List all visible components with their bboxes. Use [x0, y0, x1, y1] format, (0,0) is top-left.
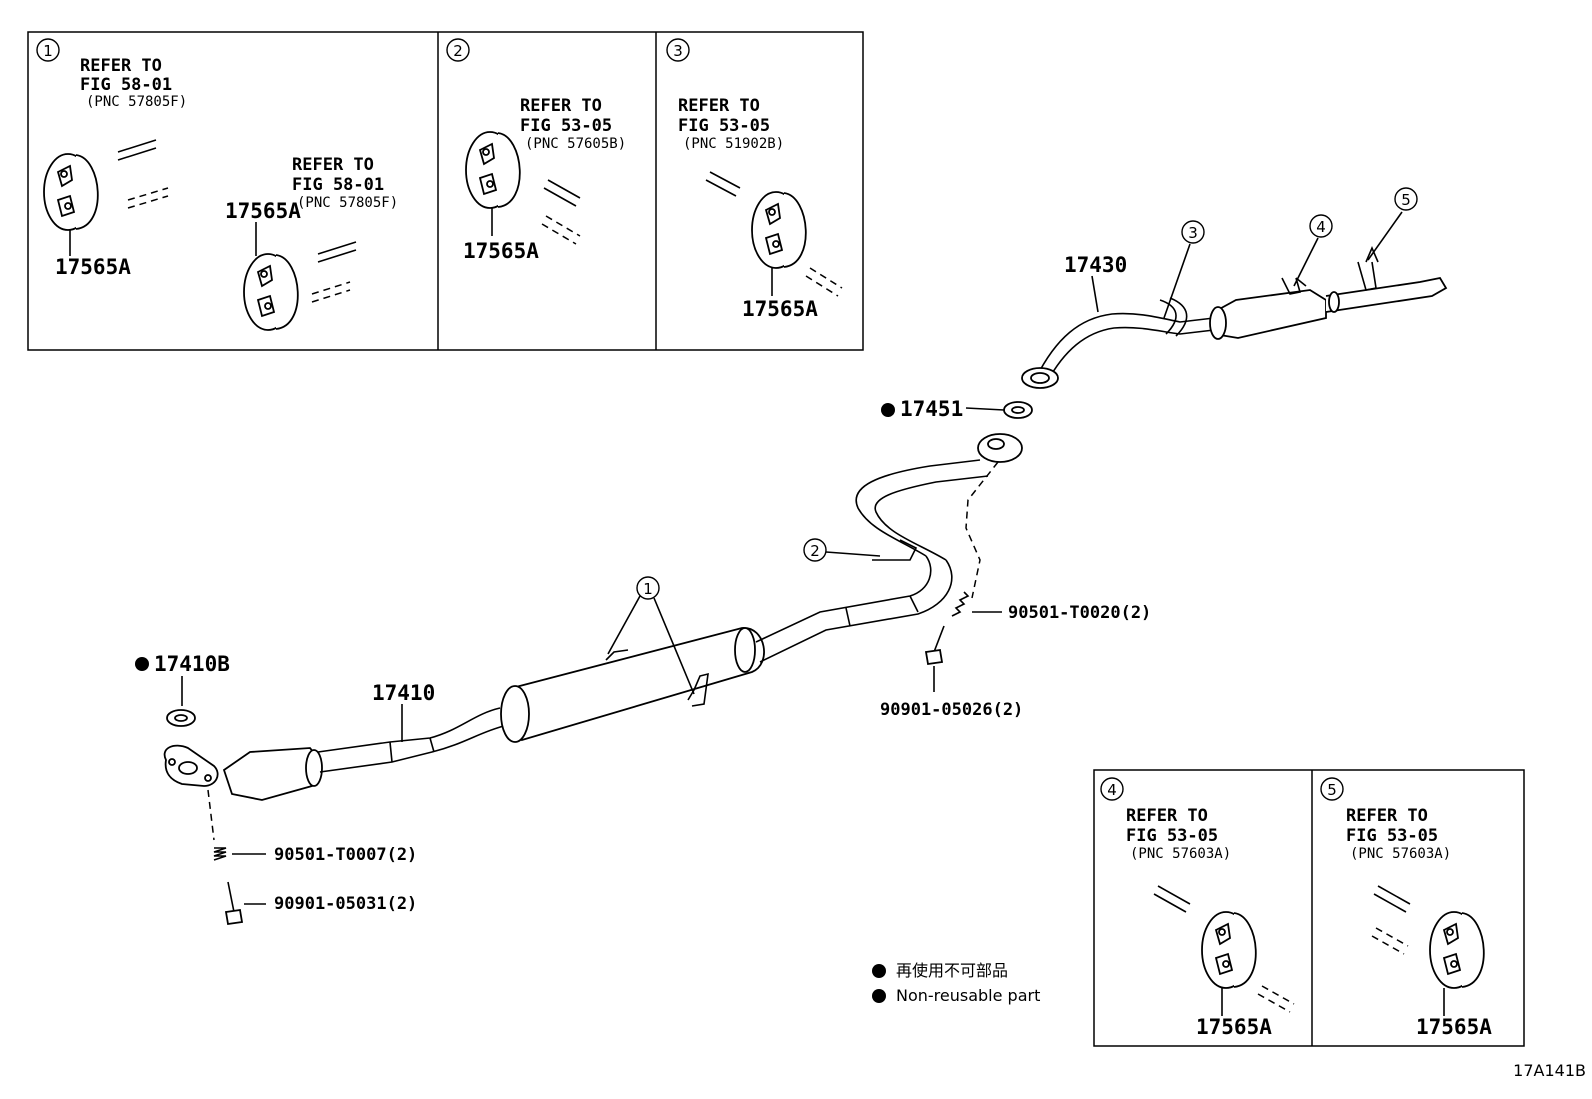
inset-3: 3 REFER TO FIG 53-05 (PNC 51902B) 17565A — [666, 38, 843, 321]
part-90901-05031-label: 90901-05031(2) — [274, 894, 417, 914]
rubber-hanger-icon — [43, 153, 99, 231]
callout-2: 2 — [803, 538, 827, 562]
part-17430-label: 17430 — [1064, 253, 1127, 277]
spring-90501-t0007 — [213, 847, 227, 861]
inset-1-part-b: 17565A — [225, 199, 301, 223]
part-90901-05026-label: 90901-05026(2) — [880, 700, 1023, 720]
rubber-hanger-icon — [1429, 911, 1485, 989]
inset-1-ref1-line3: (PNC 57805F) — [86, 94, 187, 110]
svg-text:5: 5 — [1401, 191, 1411, 209]
legend-en: Non-reusable part — [896, 986, 1040, 1005]
inset-3-ref-line3: (PNC 51902B) — [683, 136, 784, 152]
non-reusable-dot-icon — [872, 964, 886, 978]
inset-1-ref2-line1: REFER TO — [292, 155, 374, 175]
inset-4-ref-line1: REFER TO — [1126, 806, 1208, 826]
inset-3-part: 17565A — [742, 297, 818, 321]
inset-1-number: 1 — [43, 42, 53, 60]
legend: 再使用不可部品 Non-reusable part — [872, 961, 1040, 1005]
inset-1-ref2-line2: FIG 58-01 — [292, 175, 384, 195]
part-17410b-label: 17410B — [154, 652, 230, 676]
rear-pipe-17430 — [1021, 211, 1448, 389]
inset-2-number: 2 — [453, 42, 463, 60]
rubber-hanger-icon — [243, 253, 299, 331]
rubber-hanger-icon — [751, 191, 807, 269]
inset-4-part: 17565A — [1196, 1015, 1272, 1039]
spring-90501-t0020 — [951, 591, 970, 617]
figure-code: 17A141B — [1513, 1061, 1586, 1080]
svg-text:3: 3 — [1188, 224, 1198, 242]
svg-text:2: 2 — [810, 542, 820, 560]
inset-1-ref1-line1: REFER TO — [80, 56, 162, 76]
svg-text:1: 1 — [643, 580, 653, 598]
inset-box-bottom — [1093, 769, 1525, 1047]
inset-box-top — [27, 31, 864, 351]
inset-4: 4 REFER TO FIG 53-05 (PNC 57603A) 17565A — [1100, 777, 1295, 1039]
inset-2-part: 17565A — [463, 239, 539, 263]
inset-4-ref-line3: (PNC 57603A) — [1130, 846, 1231, 862]
inset-4-ref-line2: FIG 53-05 — [1126, 826, 1218, 846]
inset-5-ref-line1: REFER TO — [1346, 806, 1428, 826]
inset-5-ref-line2: FIG 53-05 — [1346, 826, 1438, 846]
inset-3-number: 3 — [673, 42, 683, 60]
inset-3-ref-line1: REFER TO — [678, 96, 760, 116]
inset-5-part: 17565A — [1416, 1015, 1492, 1039]
inset-2-ref-line2: FIG 53-05 — [520, 116, 612, 136]
svg-text:4: 4 — [1316, 218, 1326, 236]
callout-3: 3 — [1181, 220, 1205, 244]
inset-4-number: 4 — [1107, 781, 1117, 799]
rubber-hanger-icon — [465, 131, 521, 209]
part-17451-label: 17451 — [900, 397, 963, 421]
callout-1: 1 — [636, 576, 660, 600]
inset-5: 5 REFER TO FIG 53-05 (PNC 57603A) 17565A — [1320, 777, 1492, 1039]
part-90501-t0020-label: 90501-T0020(2) — [1008, 603, 1151, 623]
callout-5: 5 — [1394, 187, 1418, 211]
inset-1-part-a: 17565A — [55, 255, 131, 279]
inset-5-number: 5 — [1327, 781, 1337, 799]
bolt-90901-05031 — [224, 881, 244, 926]
rubber-hanger-icon — [1201, 911, 1257, 989]
front-pipe-17410 — [163, 433, 1023, 801]
non-reusable-dot-icon — [872, 989, 886, 1003]
bolt-90901-05026 — [924, 625, 945, 666]
inset-2-ref-line3: (PNC 57605B) — [525, 136, 626, 152]
legend-jp: 再使用不可部品 — [896, 961, 1008, 980]
part-17410-label: 17410 — [372, 681, 435, 705]
inset-1-ref1-line2: FIG 58-01 — [80, 75, 172, 95]
inset-1: 1 REFER TO FIG 58-01 (PNC 57805F) 17565A… — [36, 38, 398, 331]
inset-2: 2 REFER TO FIG 53-05 (PNC 57605B) 17565A — [446, 38, 626, 263]
inset-3-ref-line2: FIG 53-05 — [678, 116, 770, 136]
part-90501-t0007-label: 90501-T0007(2) — [274, 845, 417, 865]
inset-2-ref-line1: REFER TO — [520, 96, 602, 116]
callout-4: 4 — [1309, 214, 1333, 238]
inset-1-ref2-line3: (PNC 57805F) — [297, 195, 398, 211]
inset-5-ref-line3: (PNC 57603A) — [1350, 846, 1451, 862]
